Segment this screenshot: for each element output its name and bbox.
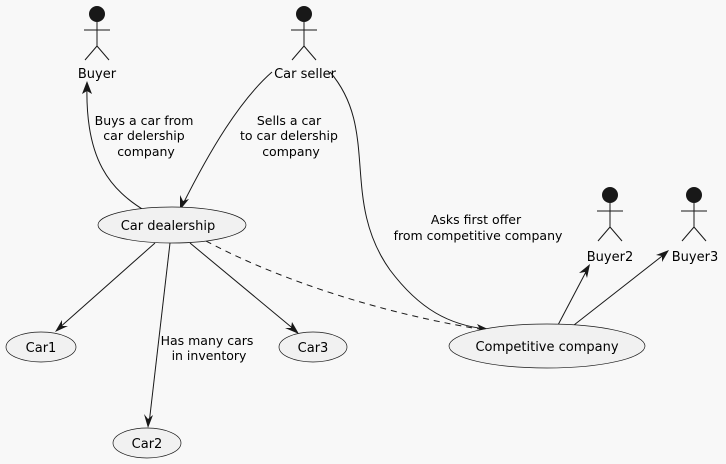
actor-head-icon bbox=[602, 187, 618, 203]
usecase-competitive-company[interactable]: Competitive company bbox=[448, 323, 646, 369]
edge-dealership-to-buyer bbox=[82, 81, 148, 213]
actor-body-icon bbox=[84, 22, 110, 61]
edge-dealership-to-car3 bbox=[189, 242, 299, 334]
actor-buyer3[interactable]: Buyer3 bbox=[672, 187, 718, 265]
edge-dealership-to-car2 bbox=[144, 242, 171, 428]
usecase-label-car2: Car2 bbox=[132, 437, 163, 452]
arrowhead-icon bbox=[180, 195, 189, 210]
actor-body-icon bbox=[291, 22, 317, 61]
usecase-car1[interactable]: Car1 bbox=[5, 331, 77, 363]
usecase-car-dealership[interactable]: Car dealership bbox=[97, 206, 247, 244]
arrowhead-icon bbox=[656, 250, 669, 262]
usecase-ellipse bbox=[112, 427, 182, 459]
actor-body-icon bbox=[681, 203, 707, 242]
usecase-label-car3: Car3 bbox=[298, 341, 329, 356]
arrowhead-icon bbox=[55, 320, 68, 332]
edge-seller-to-dealership bbox=[180, 71, 273, 210]
actor-car-seller[interactable]: Car seller bbox=[274, 6, 337, 82]
actor-label-buyer: Buyer bbox=[78, 67, 117, 82]
usecase-label-car-dealership: Car dealership bbox=[121, 219, 216, 234]
actor-head-icon bbox=[686, 187, 702, 203]
edge-competitive-to-buyer3 bbox=[573, 250, 669, 326]
edge-label-has-many: Has many cars in inventory bbox=[161, 333, 258, 363]
usecase-car3[interactable]: Car3 bbox=[278, 331, 348, 363]
edge-label-sells: Sells a car to car delership company bbox=[240, 113, 342, 159]
edge-dealership-to-competitive bbox=[205, 240, 486, 331]
actor-head-icon bbox=[296, 6, 312, 22]
actor-label-car-seller: Car seller bbox=[274, 67, 337, 82]
usecase-ellipse bbox=[448, 323, 646, 369]
actor-body-icon bbox=[597, 203, 623, 242]
edge-label-buys: Buys a car from car delership company bbox=[95, 113, 198, 159]
usecase-ellipse bbox=[97, 206, 247, 244]
actor-head-icon bbox=[89, 6, 105, 22]
edge-seller-to-competitive bbox=[329, 71, 490, 334]
usecase-ellipse bbox=[5, 331, 77, 363]
arrowhead-icon bbox=[285, 322, 299, 334]
actor-label-buyer2: Buyer2 bbox=[587, 250, 633, 265]
usecase-label-competitive-company: Competitive company bbox=[475, 340, 618, 355]
usecase-label-car1: Car1 bbox=[26, 341, 57, 356]
actor-buyer2[interactable]: Buyer2 bbox=[587, 187, 633, 265]
usecase-car2[interactable]: Car2 bbox=[112, 427, 182, 459]
actor-buyer[interactable]: Buyer bbox=[78, 6, 117, 82]
edge-competitive-to-buyer2 bbox=[557, 264, 590, 326]
edge-label-asks: Asks first offer from competitive compan… bbox=[394, 212, 563, 243]
arrowhead-icon bbox=[82, 81, 92, 94]
actor-label-buyer3: Buyer3 bbox=[672, 250, 718, 265]
edge-dealership-to-car1 bbox=[55, 242, 156, 332]
usecase-ellipse bbox=[278, 331, 348, 363]
arrowhead-icon bbox=[579, 264, 590, 278]
arrowhead-icon bbox=[144, 414, 153, 428]
